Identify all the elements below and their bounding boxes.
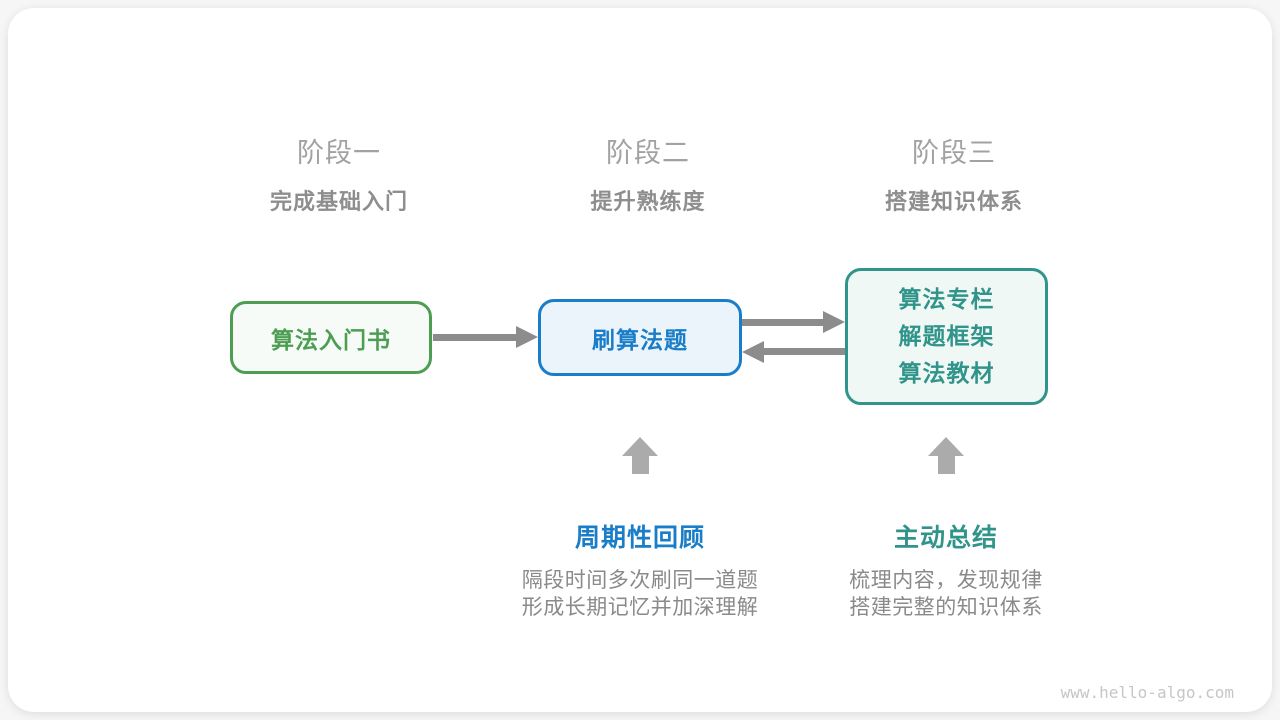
node-knowledge-line-1: 算法专栏: [898, 286, 995, 312]
annotation-summary-desc-line-2: 搭建完整的知识体系: [849, 596, 1043, 619]
annotation-summary-desc-line-1: 梳理内容，发现规律: [849, 569, 1043, 592]
node-practice-problems: 刷算法题: [538, 299, 742, 376]
arrow-up-head: [928, 437, 964, 456]
arrow-3-shaft: [764, 348, 845, 355]
node-knowledge-line-2: 解题框架: [898, 323, 995, 349]
annotation-review-desc: 隔段时间多次刷同一道题 形成长期记忆并加深理解: [470, 567, 810, 621]
arrow-right-icon: [516, 326, 538, 348]
stage-2-subtitle: 提升熟练度: [590, 189, 706, 214]
stage-3-title: 阶段三: [912, 138, 996, 168]
arrow-up-stem: [631, 456, 649, 474]
stage-2-title: 阶段二: [606, 138, 690, 168]
arrow-up-icon: [928, 437, 964, 474]
arrow-1-shaft: [433, 334, 519, 341]
watermark: www.hello-algo.com: [1060, 683, 1234, 702]
arrow-up-icon: [622, 437, 658, 474]
stage-1-title: 阶段一: [297, 138, 381, 168]
arrow-up-stem: [937, 456, 955, 474]
arrow-left-icon: [742, 341, 764, 363]
annotation-review-desc-line-1: 隔段时间多次刷同一道题: [521, 569, 759, 592]
arrow-up-head: [622, 437, 658, 456]
node-practice-problems-label: 刷算法题: [592, 326, 688, 353]
node-intro-book-label: 算法入门书: [271, 326, 391, 353]
node-knowledge-sources: 算法专栏 解题框架 算法教材: [845, 268, 1048, 405]
arrow-right-icon: [823, 311, 845, 333]
annotation-review-title: 周期性回顾: [574, 524, 705, 552]
annotation-summary-title: 主动总结: [893, 524, 998, 552]
stage-1-subtitle: 完成基础入门: [269, 189, 408, 214]
annotation-review-desc-line-2: 形成长期记忆并加深理解: [521, 596, 759, 619]
node-knowledge-line-3: 算法教材: [898, 360, 995, 386]
annotation-summary-desc: 梳理内容，发现规律 搭建完整的知识体系: [776, 567, 1116, 621]
stage-3-subtitle: 搭建知识体系: [884, 189, 1023, 214]
arrow-2-shaft: [742, 319, 825, 326]
node-intro-book: 算法入门书: [230, 301, 432, 374]
diagram-card: 阶段一 阶段二 阶段三 完成基础入门 提升熟练度 搭建知识体系 算法入门书 刷算…: [8, 8, 1272, 712]
